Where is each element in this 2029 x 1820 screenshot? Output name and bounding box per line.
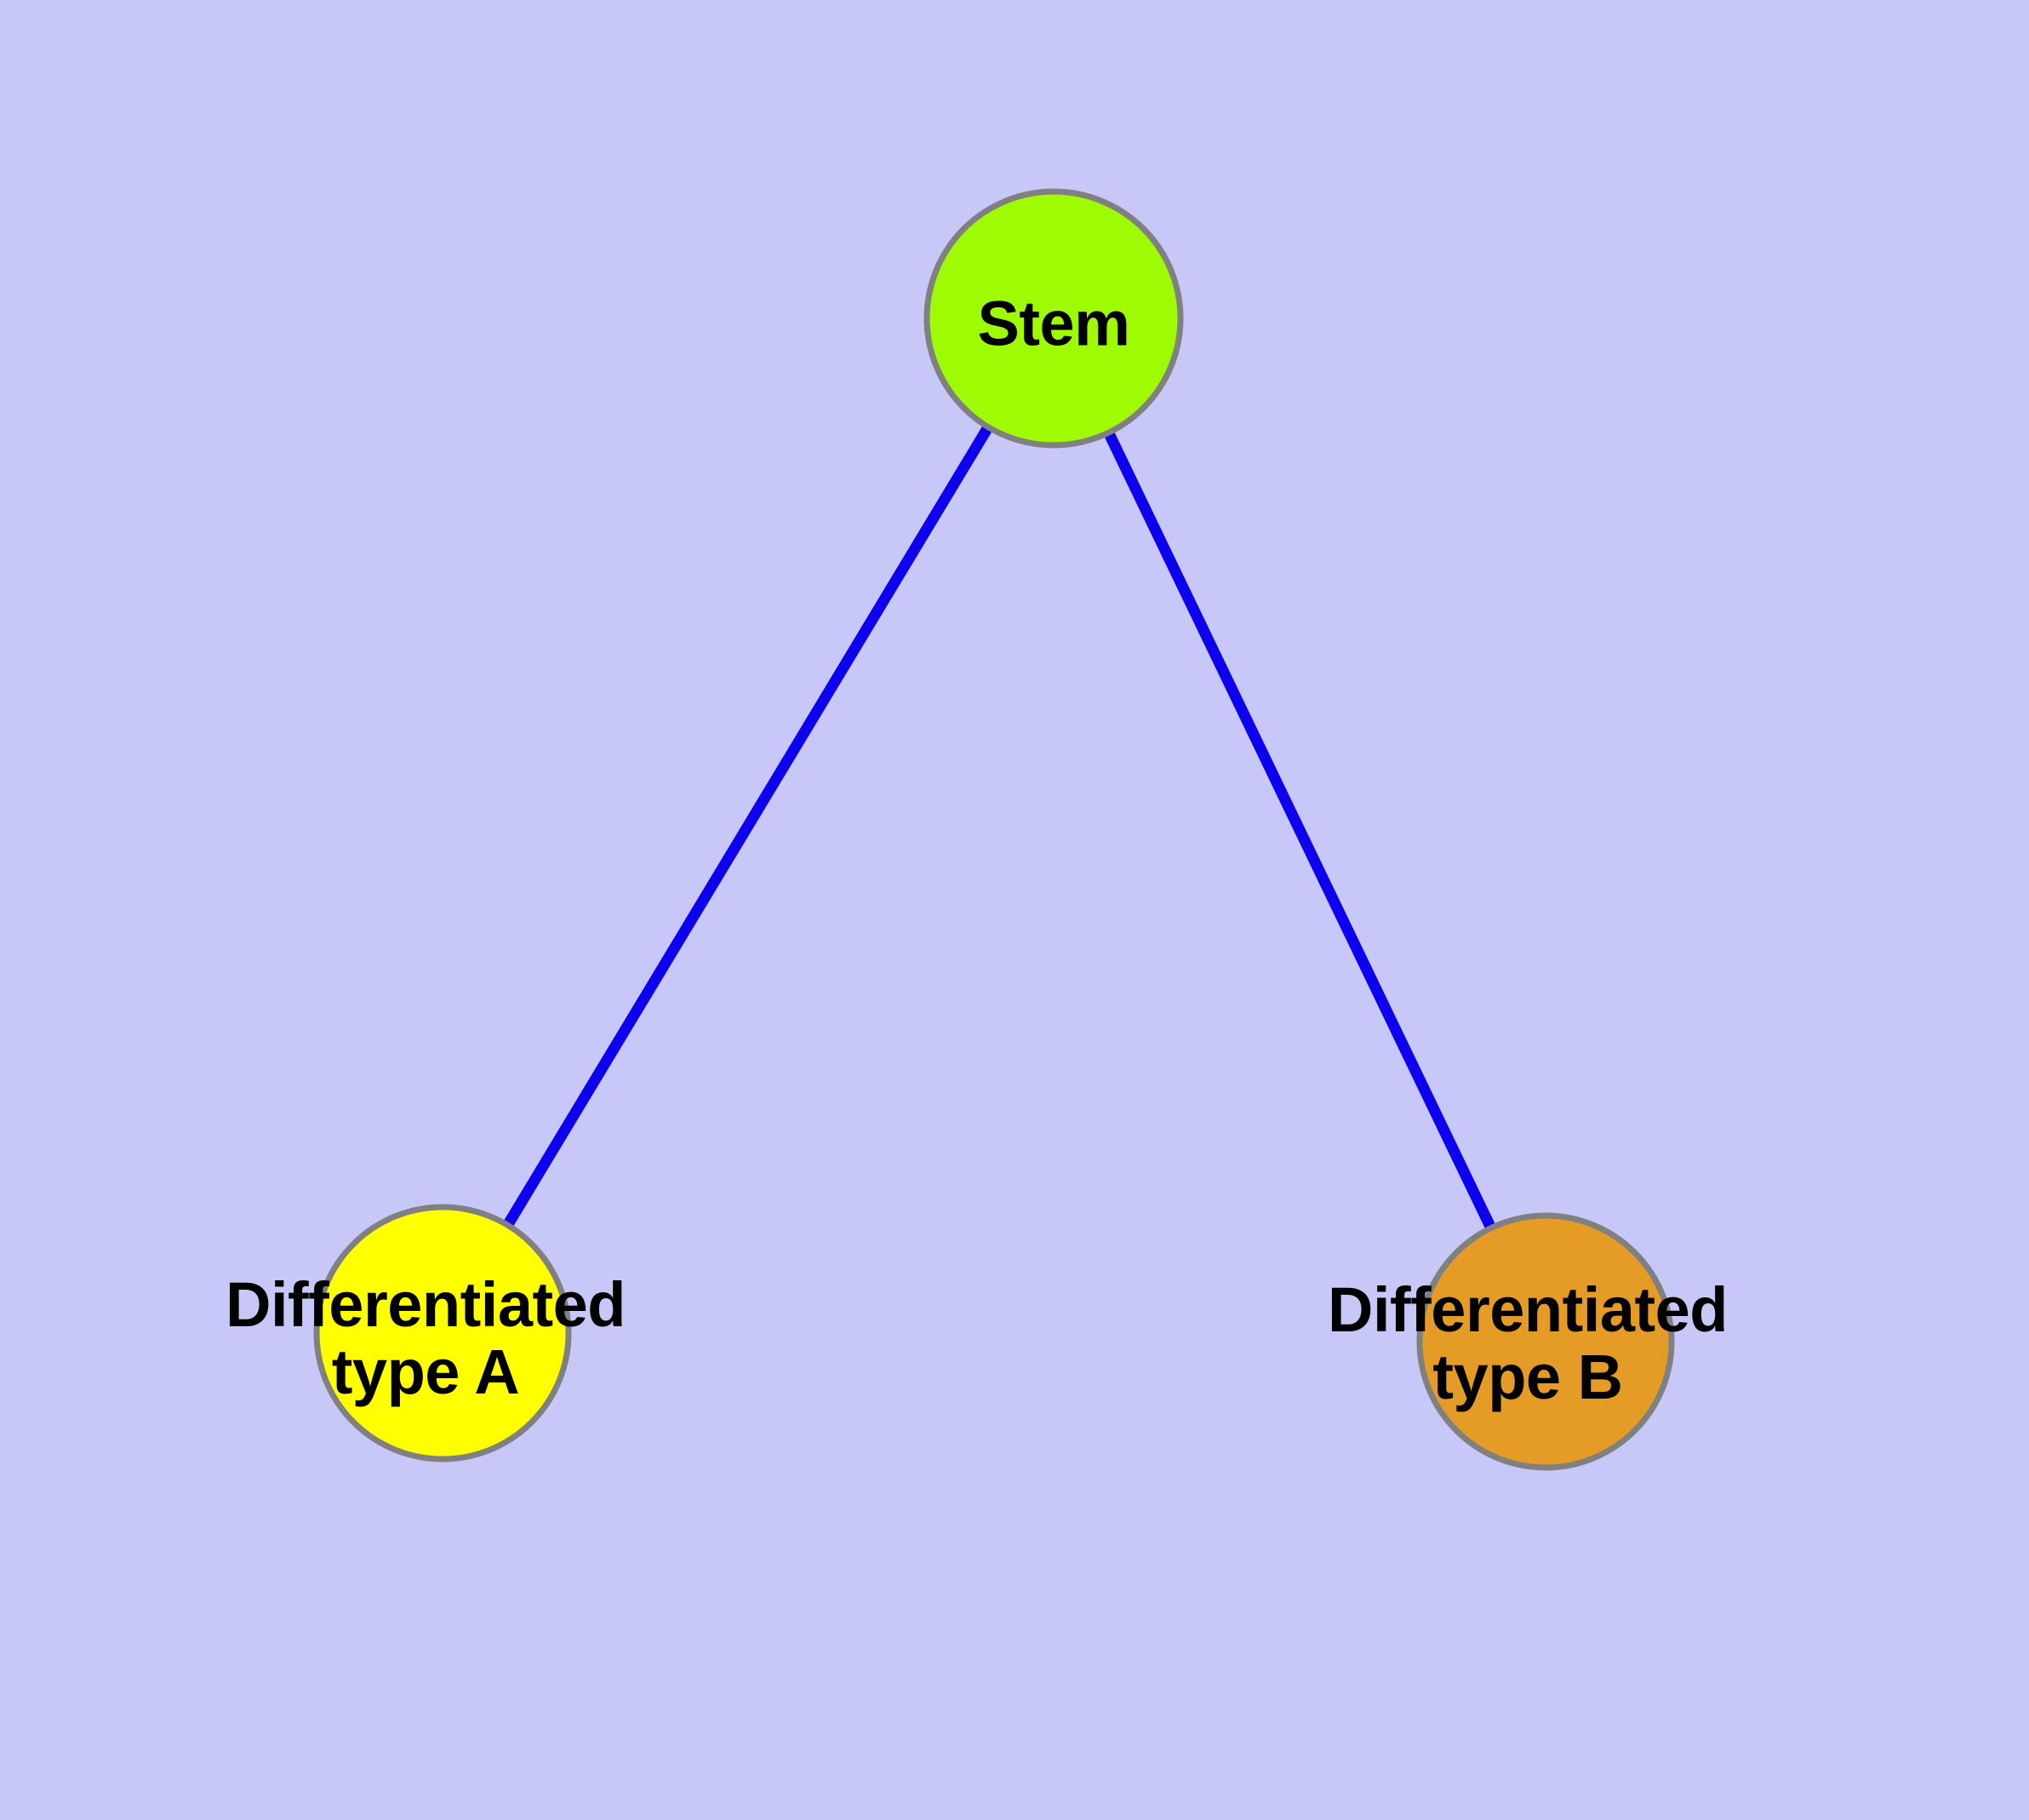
node-stem[interactable] xyxy=(923,188,1184,449)
node-layer xyxy=(313,188,1675,1471)
node-differentiated-type-a[interactable] xyxy=(313,1204,572,1462)
edge-stem-to-differentiated-type-a[interactable] xyxy=(437,315,1059,1336)
node-differentiated-type-b[interactable] xyxy=(1416,1212,1675,1471)
edge-stem-to-differentiated-type-b[interactable] xyxy=(1049,316,1551,1344)
edge-layer xyxy=(437,315,1551,1344)
